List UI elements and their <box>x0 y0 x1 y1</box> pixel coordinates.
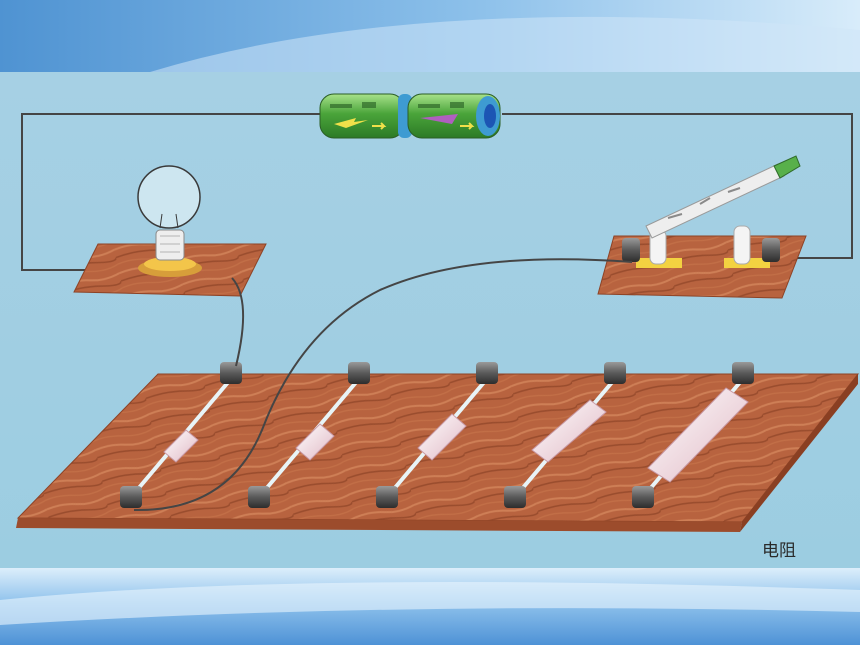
resistance-wire-1 <box>120 362 242 508</box>
lead-switch-to-wire-1 <box>133 258 633 512</box>
battery-2 <box>407 93 501 139</box>
resistance-wire-5 <box>632 362 754 508</box>
resistance-wire-2 <box>248 362 370 508</box>
battery-pack <box>319 93 501 139</box>
resistance-wire-3 <box>376 362 498 508</box>
diagram-caption: 电阻 <box>762 541 796 561</box>
circuit-wire-loop <box>21 113 853 271</box>
lead-bulb-to-wire-1 <box>231 277 245 367</box>
light-bulb <box>73 165 267 297</box>
connecting-leads <box>133 258 633 512</box>
bulb-glass <box>137 165 201 229</box>
battery-1 <box>319 93 405 139</box>
resistance-board <box>16 362 860 532</box>
knife-switch <box>597 155 807 299</box>
switch-handle <box>773 155 801 179</box>
resistance-wire-4 <box>504 362 626 508</box>
